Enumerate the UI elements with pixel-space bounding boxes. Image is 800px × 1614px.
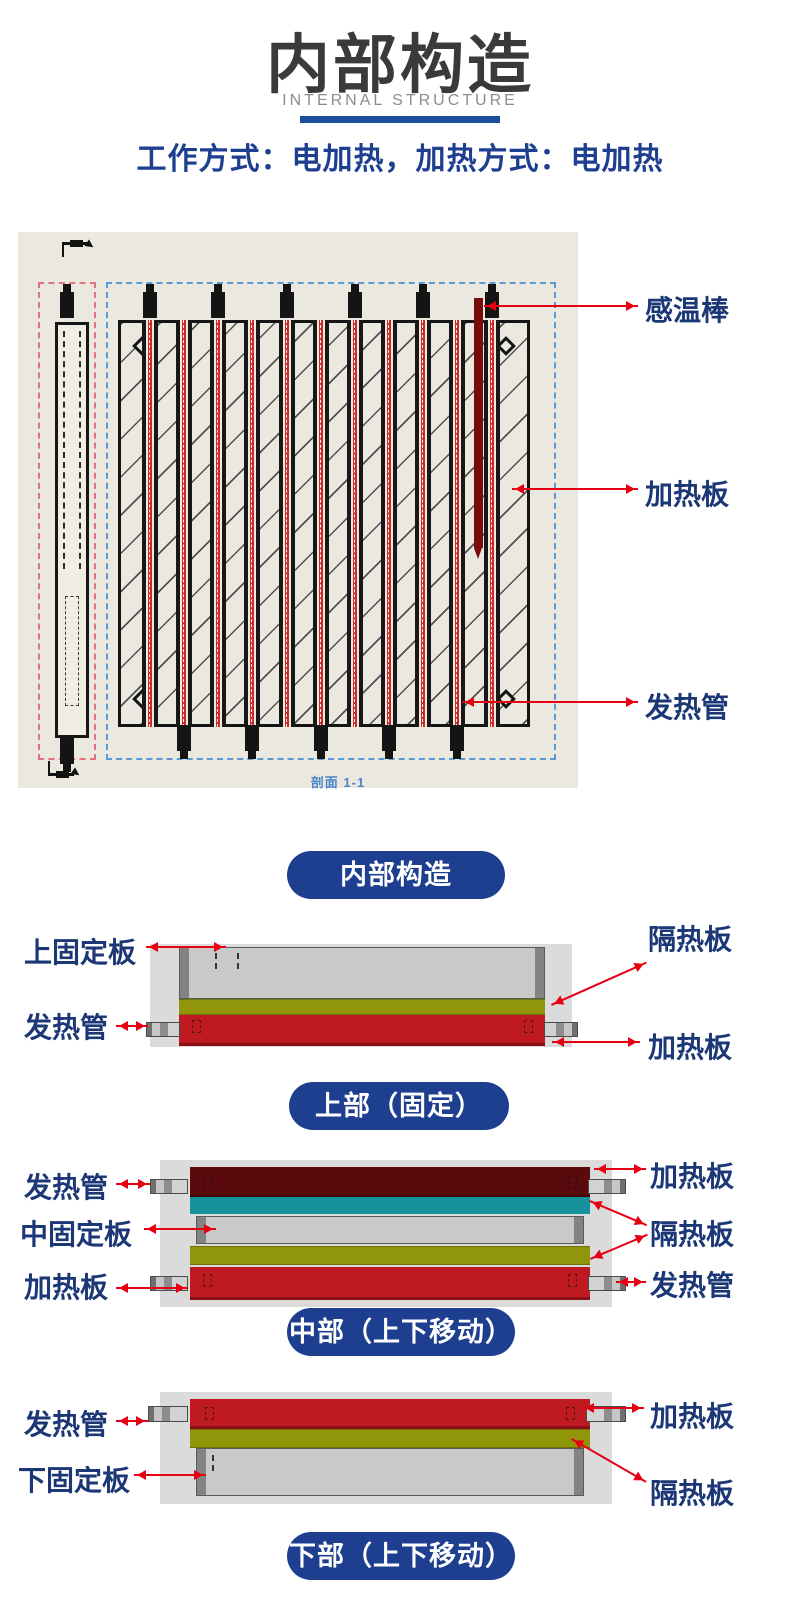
rod-inner-dashed-box xyxy=(65,595,79,707)
label-heating-tube: 发热管 xyxy=(24,1409,109,1440)
heater-tube-channel xyxy=(347,320,363,727)
leader-arrow xyxy=(116,1416,148,1426)
section-cut-mark-icon xyxy=(48,761,82,779)
detail-marks xyxy=(568,1274,577,1287)
heater-tube-channel xyxy=(381,320,397,727)
tube-end-lug-right xyxy=(544,1022,578,1037)
label-sensor-rod: 感温棒 xyxy=(645,295,730,326)
heater-tube-channel xyxy=(279,320,295,727)
heater-tube-channel xyxy=(415,320,431,727)
heater-tube-channel xyxy=(176,320,192,727)
section-cut-mark-icon xyxy=(62,239,96,257)
tube-end-lug-left xyxy=(148,1406,188,1422)
rod-top-connector xyxy=(60,284,74,318)
technical-drawing: 剖面 1-1 xyxy=(18,232,578,790)
temperature-sensor-rod xyxy=(474,298,483,559)
label-heating-plate-right: 加热板 xyxy=(650,1161,735,1192)
plate-detail-dashes xyxy=(237,953,239,969)
heater-tube-channel xyxy=(244,320,260,727)
temperature-rod-side-view xyxy=(55,322,89,738)
detail-marks xyxy=(192,1020,201,1033)
section-view-caption: 剖面 1-1 xyxy=(310,775,366,790)
insulation-plate-olive xyxy=(190,1429,590,1448)
pill-bottom-moving: 下部（上下移动） xyxy=(287,1532,515,1580)
tube-top-connector xyxy=(348,284,362,318)
pill-upper-fixed: 上部（固定） xyxy=(289,1082,509,1130)
middle-fixed-plate xyxy=(196,1216,584,1244)
tube-bottom-connector xyxy=(245,725,259,759)
detail-marks xyxy=(203,1176,212,1189)
heating-plate-red xyxy=(190,1267,590,1300)
label-heating-tube: 发热管 xyxy=(24,1012,109,1043)
leader-arrow xyxy=(582,1403,644,1413)
label-insulation-plate: 隔热板 xyxy=(650,1478,735,1509)
leader-arrow xyxy=(594,1164,646,1174)
heater-plate-dashed-outline xyxy=(106,282,556,760)
leader-arrow xyxy=(144,1224,216,1234)
tube-bottom-connector xyxy=(314,725,328,759)
label-heating-plate: 加热板 xyxy=(650,1401,735,1432)
plate-detail-dashes xyxy=(215,953,217,969)
detail-marks xyxy=(568,1176,577,1189)
leader-arrow xyxy=(116,1179,150,1189)
leader-arrow-heating-plate xyxy=(512,484,638,494)
leader-arrow xyxy=(134,1470,206,1480)
detail-marks xyxy=(205,1407,214,1420)
insulation-plate-olive xyxy=(179,999,545,1015)
label-heating-plate-left: 加热板 xyxy=(24,1272,109,1303)
heating-plate-dark-red xyxy=(190,1167,590,1197)
page-title: 内部构造 xyxy=(266,29,534,101)
title-underline xyxy=(300,116,500,123)
heating-plate-red xyxy=(190,1399,590,1429)
insulation-plate-olive xyxy=(190,1246,590,1265)
label-heating-tube-right: 发热管 xyxy=(650,1270,735,1301)
rod-bottom-connector xyxy=(60,738,74,772)
tube-bottom-connector xyxy=(177,725,191,759)
leader-arrow xyxy=(116,1021,148,1031)
label-insulation-plate: 隔热板 xyxy=(648,924,733,955)
tube-top-connector xyxy=(143,284,157,318)
heater-tube-channel xyxy=(142,320,158,727)
label-lower-fixed-plate: 下固定板 xyxy=(18,1465,131,1496)
leader-arrow xyxy=(146,942,226,952)
leader-arrow xyxy=(616,1277,646,1287)
label-heating-plate: 加热板 xyxy=(645,479,730,510)
detail-marks xyxy=(566,1407,575,1420)
label-heating-tube: 发热管 xyxy=(645,692,730,723)
label-upper-fixed-plate: 上固定板 xyxy=(24,937,137,968)
leader-arrow xyxy=(116,1283,188,1293)
tube-bottom-connector xyxy=(450,725,464,759)
detail-marks xyxy=(524,1020,533,1033)
heater-tube-channel xyxy=(484,320,500,727)
leader-arrow-sensor xyxy=(484,301,638,311)
heater-tube-channel xyxy=(210,320,226,727)
label-insulation-plate: 隔热板 xyxy=(650,1219,735,1250)
heating-plate-red xyxy=(179,1015,545,1046)
label-heating-plate: 加热板 xyxy=(648,1032,733,1063)
pill-internal-structure: 内部构造 xyxy=(287,851,505,899)
page-subtitle: INTERNAL STRUCTURE xyxy=(282,92,518,109)
tube-top-connector xyxy=(211,284,225,318)
tube-end-lug-right xyxy=(588,1179,626,1194)
upper-fixed-plate xyxy=(179,947,545,999)
heater-tube-channel xyxy=(313,320,329,727)
pill-middle-moving: 中部（上下移动） xyxy=(287,1308,515,1356)
tube-top-connector xyxy=(280,284,294,318)
tube-top-connector xyxy=(416,284,430,318)
plate-detail-dashes xyxy=(212,1455,214,1471)
tube-bottom-connector xyxy=(382,725,396,759)
insulation-plate-teal xyxy=(190,1197,590,1214)
tube-end-lug-left xyxy=(150,1179,188,1194)
rod-inner-dashed-lines xyxy=(63,331,81,569)
tube-end-lug-left xyxy=(146,1022,180,1037)
label-heating-tube-left: 发热管 xyxy=(24,1172,109,1203)
lower-fixed-plate xyxy=(196,1448,584,1496)
heating-mode-tagline: 工作方式：电加热，加热方式：电加热 xyxy=(136,143,664,176)
leader-arrow-heating-tube xyxy=(462,697,638,707)
detail-marks xyxy=(203,1274,212,1287)
heater-tube-channel xyxy=(449,320,465,727)
label-mid-fixed-plate: 中固定板 xyxy=(20,1219,133,1250)
leader-arrow xyxy=(552,1037,640,1047)
